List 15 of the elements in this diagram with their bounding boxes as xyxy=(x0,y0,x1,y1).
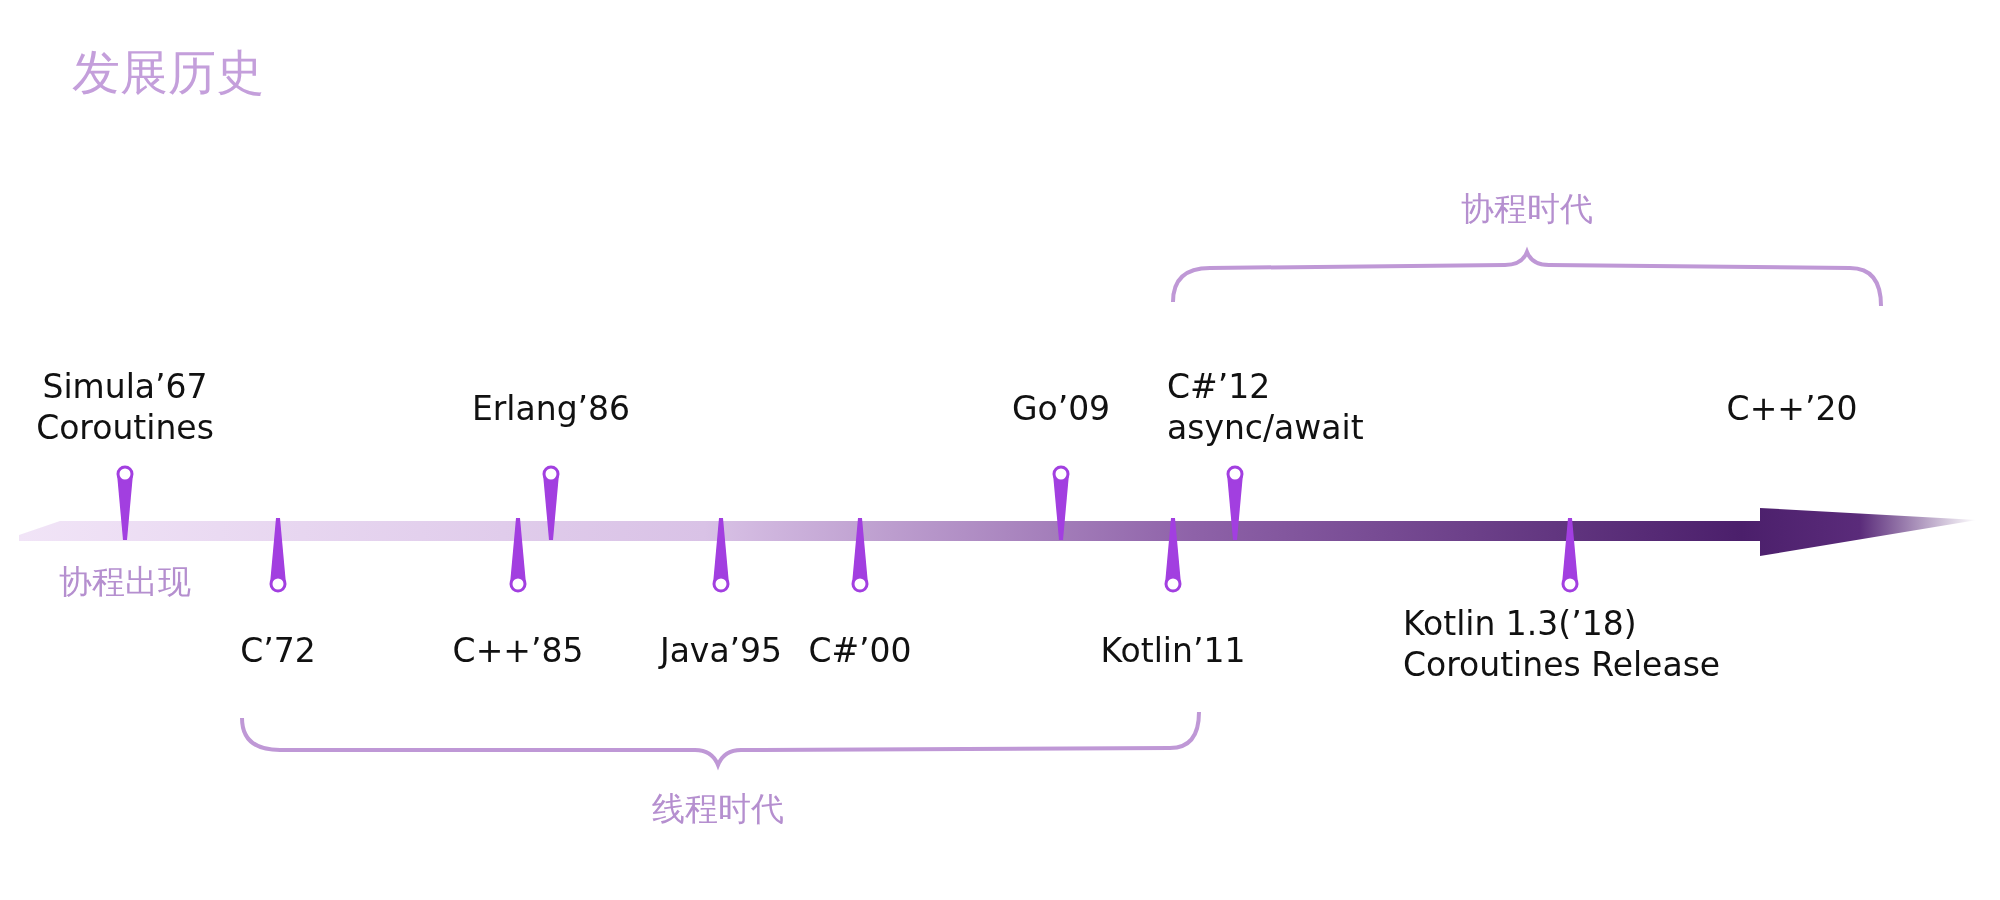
era-label: 协程时代 xyxy=(1461,188,1593,230)
milestone-label: C’72 xyxy=(240,630,316,672)
milestone-label: Simula’67 Coroutines xyxy=(35,366,215,449)
milestone-label: Java’95 xyxy=(659,630,783,672)
milestone-label: Erlang’86 xyxy=(471,388,631,430)
milestone-label: Kotlin 1.3(’18) Coroutines Release xyxy=(1403,603,1722,686)
milestone-label: C#’00 xyxy=(808,630,912,672)
milestone-label: C++’85 xyxy=(452,630,584,672)
era-label: 线程时代 xyxy=(652,788,784,830)
title: 发展历史 xyxy=(72,43,264,102)
milestone-label: Kotlin’11 xyxy=(1100,630,1246,672)
milestone-label: C++’20 xyxy=(1726,388,1858,430)
milestone-label: Go’09 xyxy=(1011,388,1111,430)
milestone-label: C#’12 async/await xyxy=(1167,366,1365,449)
era-label: 协程出现 xyxy=(59,561,191,603)
